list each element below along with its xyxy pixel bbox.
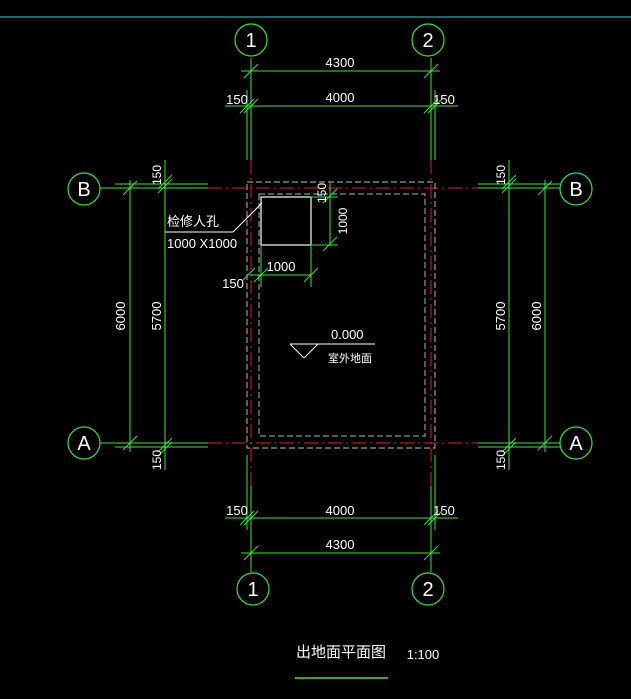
maintenance-hatch[interactable] <box>260 196 312 246</box>
axis-bubble-2-bottom[interactable]: 2 <box>411 572 445 606</box>
axis-label: A <box>569 433 583 455</box>
dim-offset-right-top: 150 <box>494 165 508 185</box>
hatch-size-label: 1000 X1000 <box>167 236 237 251</box>
dim-offset-left-top: 150 <box>150 165 164 185</box>
axis-label: 2 <box>422 579 433 601</box>
axis-bubble-a-right[interactable]: A <box>559 426 593 460</box>
dim-overall-width-bottom: 4300 <box>326 537 355 552</box>
dim-hatch-offset-vertical: 150 <box>315 183 329 203</box>
wall-outline[interactable] <box>246 181 436 449</box>
hatch-label: 检修人孔 <box>167 214 219 229</box>
dim-offset-top-left: 150 <box>226 92 248 107</box>
axis-label: B <box>569 179 582 201</box>
axis-bubble-1-top[interactable]: 1 <box>234 23 268 57</box>
dim-overall-width-top: 4300 <box>326 55 355 70</box>
axis-label: B <box>77 179 90 201</box>
dimension-hatch <box>242 183 338 287</box>
dim-inner-height-left: 5700 <box>149 302 164 331</box>
dim-inner-width-top: 4000 <box>326 90 355 105</box>
dimension-left <box>115 160 208 470</box>
axis-label: 1 <box>247 579 258 601</box>
elevation-value: 0.000 <box>331 327 364 342</box>
dimension-bottom <box>225 455 458 561</box>
drawing-title: 出地面平面图 <box>296 643 386 661</box>
axis-bubble-a-left[interactable]: A <box>67 426 101 460</box>
dim-inner-height-right: 5700 <box>493 302 508 331</box>
dim-hatch-width: 1000 <box>267 259 296 274</box>
dim-offset-bottom-right: 150 <box>433 503 455 518</box>
dim-overall-height-left: 6000 <box>113 302 128 331</box>
dim-offset-left-bottom: 150 <box>150 450 164 470</box>
hatch-leader <box>165 202 263 233</box>
axis-bubble-2-top[interactable]: 2 <box>411 23 445 57</box>
axis-label: 1 <box>245 30 256 52</box>
dim-offset-top-right: 150 <box>433 92 455 107</box>
axis-label: A <box>77 433 91 455</box>
dim-offset-right-bottom: 150 <box>494 450 508 470</box>
axis-bubble-b-left[interactable]: B <box>67 172 101 206</box>
dim-hatch-height: 1000 <box>336 207 350 234</box>
dimension-right <box>478 160 560 470</box>
drawing-scale: 1:100 <box>407 647 440 662</box>
axis-bubble-1-bottom[interactable]: 1 <box>236 572 270 606</box>
dim-inner-width-bottom: 4000 <box>326 503 355 518</box>
axis-bubble-b-right[interactable]: B <box>559 172 593 206</box>
elevation-symbol <box>289 343 375 359</box>
dim-hatch-offset-horizontal: 150 <box>222 276 244 291</box>
dimension-top <box>225 63 458 160</box>
dim-overall-height-right: 6000 <box>529 302 544 331</box>
axis-lines <box>100 58 560 572</box>
axis-label: 2 <box>422 30 433 52</box>
dim-offset-bottom-left: 150 <box>226 503 248 518</box>
elevation-note: 室外地面 <box>328 351 372 365</box>
